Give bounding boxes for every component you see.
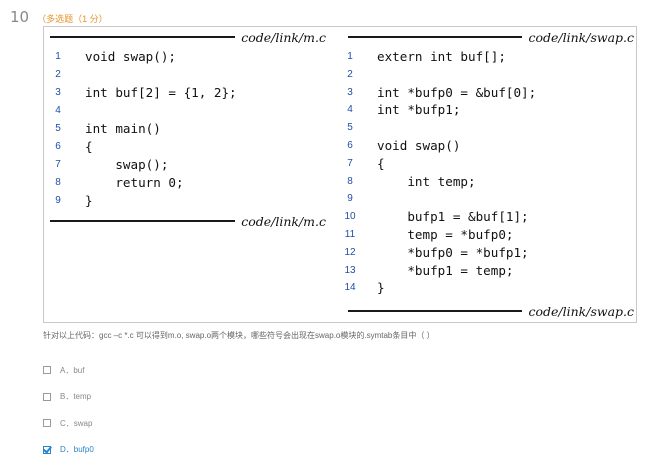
code-line: 2 xyxy=(334,66,634,84)
code-line: 5 xyxy=(334,119,634,137)
code-line: 3 int buf[2] = {1, 2}; xyxy=(44,84,326,102)
code-line: 14} xyxy=(334,279,634,297)
code-line: 2 xyxy=(44,66,326,84)
line-number: 4 xyxy=(55,105,61,116)
line-number: 9 xyxy=(55,195,61,206)
code-line: 5 int main() xyxy=(44,120,326,138)
answer-option-label: D．bufp0 xyxy=(60,445,94,454)
answer-option[interactable]: A．buf xyxy=(43,364,84,376)
line-number: 2 xyxy=(347,68,353,80)
question-prompt: 针对以上代码：gcc –c *.c 可以得到m.o, swap.o两个模块，哪些… xyxy=(43,331,435,340)
code-line: 8 return 0; xyxy=(44,174,326,192)
code-text: *bufp0 = *bufp1; xyxy=(377,244,529,260)
line-number: 7 xyxy=(347,157,353,169)
line-number: 8 xyxy=(347,175,353,187)
line-number: 2 xyxy=(55,69,61,80)
question-number: 10 xyxy=(10,8,30,26)
code-text: int buf[2] = {1, 2}; xyxy=(85,85,237,100)
line-number: 5 xyxy=(347,122,353,134)
code-text: void swap() xyxy=(377,138,461,153)
code-text: } xyxy=(377,280,385,296)
code-line: 13 *bufp1 = temp; xyxy=(334,262,634,280)
checkbox-icon[interactable] xyxy=(43,366,51,374)
code-rule-top: code/link/m.c xyxy=(50,29,326,45)
code-rule-top: code/link/swap.c xyxy=(348,29,634,45)
code-text: temp = *bufp0; xyxy=(377,227,514,242)
answer-option[interactable]: C．swap xyxy=(43,417,92,429)
line-number: 12 xyxy=(344,246,356,258)
checkbox-icon[interactable] xyxy=(43,419,51,427)
code-line: 7{ xyxy=(334,155,634,173)
line-number: 1 xyxy=(55,51,61,62)
code-text: { xyxy=(85,139,93,154)
code-line: 4 xyxy=(44,102,326,120)
code-text: int main() xyxy=(85,121,161,136)
rule-line xyxy=(50,36,236,38)
code-figure: code/link/m.c 1 void swap(); 2 3 int buf[2] =… xyxy=(43,26,637,323)
code-line: 6 void swap() xyxy=(334,137,634,155)
code-text: int *bufp0 = &buf[0]; xyxy=(377,84,537,100)
code-line: 1 void swap(); xyxy=(44,48,326,66)
code-line: 10 bufp1 = &buf[1]; xyxy=(334,208,634,226)
code-text: swap(); xyxy=(85,157,169,172)
code-line: 9} xyxy=(44,192,326,210)
line-number: 3 xyxy=(55,87,61,98)
code-rule-bottom: code/link/m.c xyxy=(50,213,326,229)
line-number: 4 xyxy=(347,104,353,116)
rule-line xyxy=(348,36,523,38)
answer-option-label: B．temp xyxy=(60,392,92,401)
code-text: extern int buf[]; xyxy=(377,49,506,64)
code-rule-bottom: code/link/swap.c xyxy=(348,303,634,319)
line-number: 7 xyxy=(55,159,61,170)
line-number: 11 xyxy=(344,229,356,240)
checkbox-checked-icon[interactable] xyxy=(43,445,51,454)
file-caption: code/link/m.c xyxy=(241,29,326,45)
line-number: 5 xyxy=(55,123,61,134)
line-number: 13 xyxy=(344,264,356,276)
code-text: int *bufp1; xyxy=(377,102,461,118)
code-text: int temp; xyxy=(377,173,476,189)
code-line: 4 int *bufp1; xyxy=(334,101,634,119)
file-caption: code/link/m.c xyxy=(241,213,326,229)
answer-option[interactable]: B．temp xyxy=(43,391,91,403)
rule-line xyxy=(348,310,523,312)
code-line: 9 xyxy=(334,190,634,208)
code-line: 12 *bufp0 = *bufp1; xyxy=(334,244,634,262)
line-number: 10 xyxy=(344,211,356,223)
line-number: 6 xyxy=(55,141,61,152)
code-line: 8 int temp; xyxy=(334,173,634,191)
question-header: 10 （多选题（1 分） xyxy=(10,8,108,26)
code-line: 1 extern int buf[]; xyxy=(334,48,634,66)
line-number: 14 xyxy=(344,282,356,294)
code-line: 3 int *bufp0 = &buf[0]; xyxy=(334,84,634,102)
line-number: 8 xyxy=(55,177,61,188)
file-caption: code/link/swap.c xyxy=(528,29,634,45)
answer-option-label: C．swap xyxy=(60,418,93,428)
code-line: 6{ xyxy=(44,138,326,156)
code-text: void swap(); xyxy=(85,49,176,64)
code-line: 11 temp = *bufp0; xyxy=(334,226,634,244)
code-text: } xyxy=(85,193,93,208)
answer-option-label: A．buf xyxy=(60,365,85,375)
code-text: return 0; xyxy=(85,175,184,190)
code-text: *bufp1 = temp; xyxy=(377,262,514,278)
line-number: 3 xyxy=(347,86,353,98)
answer-option[interactable]: D．bufp0 xyxy=(43,444,94,456)
code-text: bufp1 = &buf[1]; xyxy=(377,209,529,225)
code-line: 7 swap(); xyxy=(44,156,326,174)
checkbox-icon[interactable] xyxy=(43,392,51,401)
line-number: 6 xyxy=(347,140,353,151)
line-number: 1 xyxy=(347,51,353,62)
line-number: 9 xyxy=(347,193,353,205)
code-text: { xyxy=(377,155,385,171)
question-type-label: （多选题（1 分） xyxy=(37,14,108,24)
rule-line xyxy=(50,220,236,222)
file-caption: code/link/swap.c xyxy=(528,303,634,319)
